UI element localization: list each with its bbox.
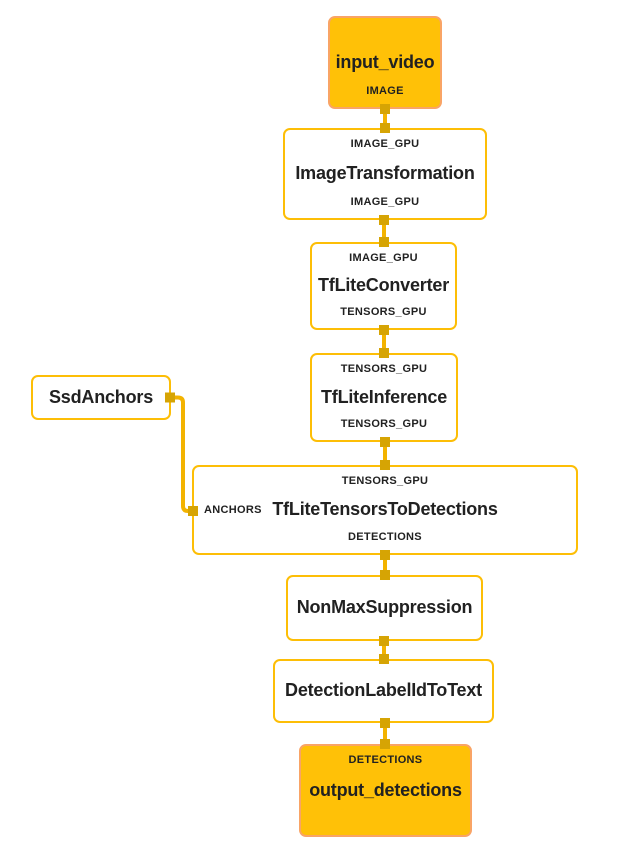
node-tfliteinference[interactable]: TENSORS_GPU TfLiteInference TENSORS_GPU [310, 353, 458, 442]
node-tflitetensorstodetections[interactable]: TENSORS_GPU ANCHORS TfLiteTensorsToDetec… [192, 465, 578, 555]
node-title: DetectionLabelIdToText [285, 680, 482, 701]
node-title: SsdAnchors [48, 386, 154, 407]
node-input_video[interactable]: input_video IMAGE [328, 16, 442, 109]
node-output_detections[interactable]: DETECTIONS output_detections [299, 744, 472, 837]
node-nonmaxsuppression[interactable]: NonMaxSuppression [286, 575, 483, 641]
node-ssdanchors[interactable]: SsdAnchors [31, 375, 171, 420]
node-title: output_detections [309, 779, 462, 800]
output-port-label: IMAGE [366, 85, 404, 97]
node-detectionlabelidtotext[interactable]: DetectionLabelIdToText [273, 659, 494, 723]
node-tfliteconverter[interactable]: IMAGE_GPU TfLiteConverter TENSORS_GPU [310, 242, 457, 330]
output-port-label: TENSORS_GPU [340, 306, 427, 318]
input-port-label: TENSORS_GPU [341, 475, 429, 487]
node-title: TfLiteTensorsToDetections [272, 499, 498, 520]
node-title: TfLiteConverter [317, 275, 450, 296]
output-port-label: IMAGE_GPU [350, 196, 420, 208]
edge-line [171, 395, 192, 513]
output-port-label: TENSORS_GPU [340, 418, 428, 430]
input-port-label: IMAGE_GPU [349, 252, 418, 264]
input-port-label: IMAGE_GPU [350, 138, 420, 150]
side-port-label: ANCHORS [204, 504, 262, 516]
node-title: NonMaxSuppression [296, 597, 473, 618]
node-title: input_video [335, 51, 435, 72]
output-port-label: DETECTIONS [348, 531, 422, 543]
node-imagetransformation[interactable]: IMAGE_GPU ImageTransformation IMAGE_GPU [283, 128, 487, 220]
input-port-label: DETECTIONS [348, 754, 423, 766]
input-port-label: TENSORS_GPU [340, 363, 428, 375]
node-title: TfLiteInference [320, 386, 448, 407]
node-title: ImageTransformation [295, 163, 475, 184]
